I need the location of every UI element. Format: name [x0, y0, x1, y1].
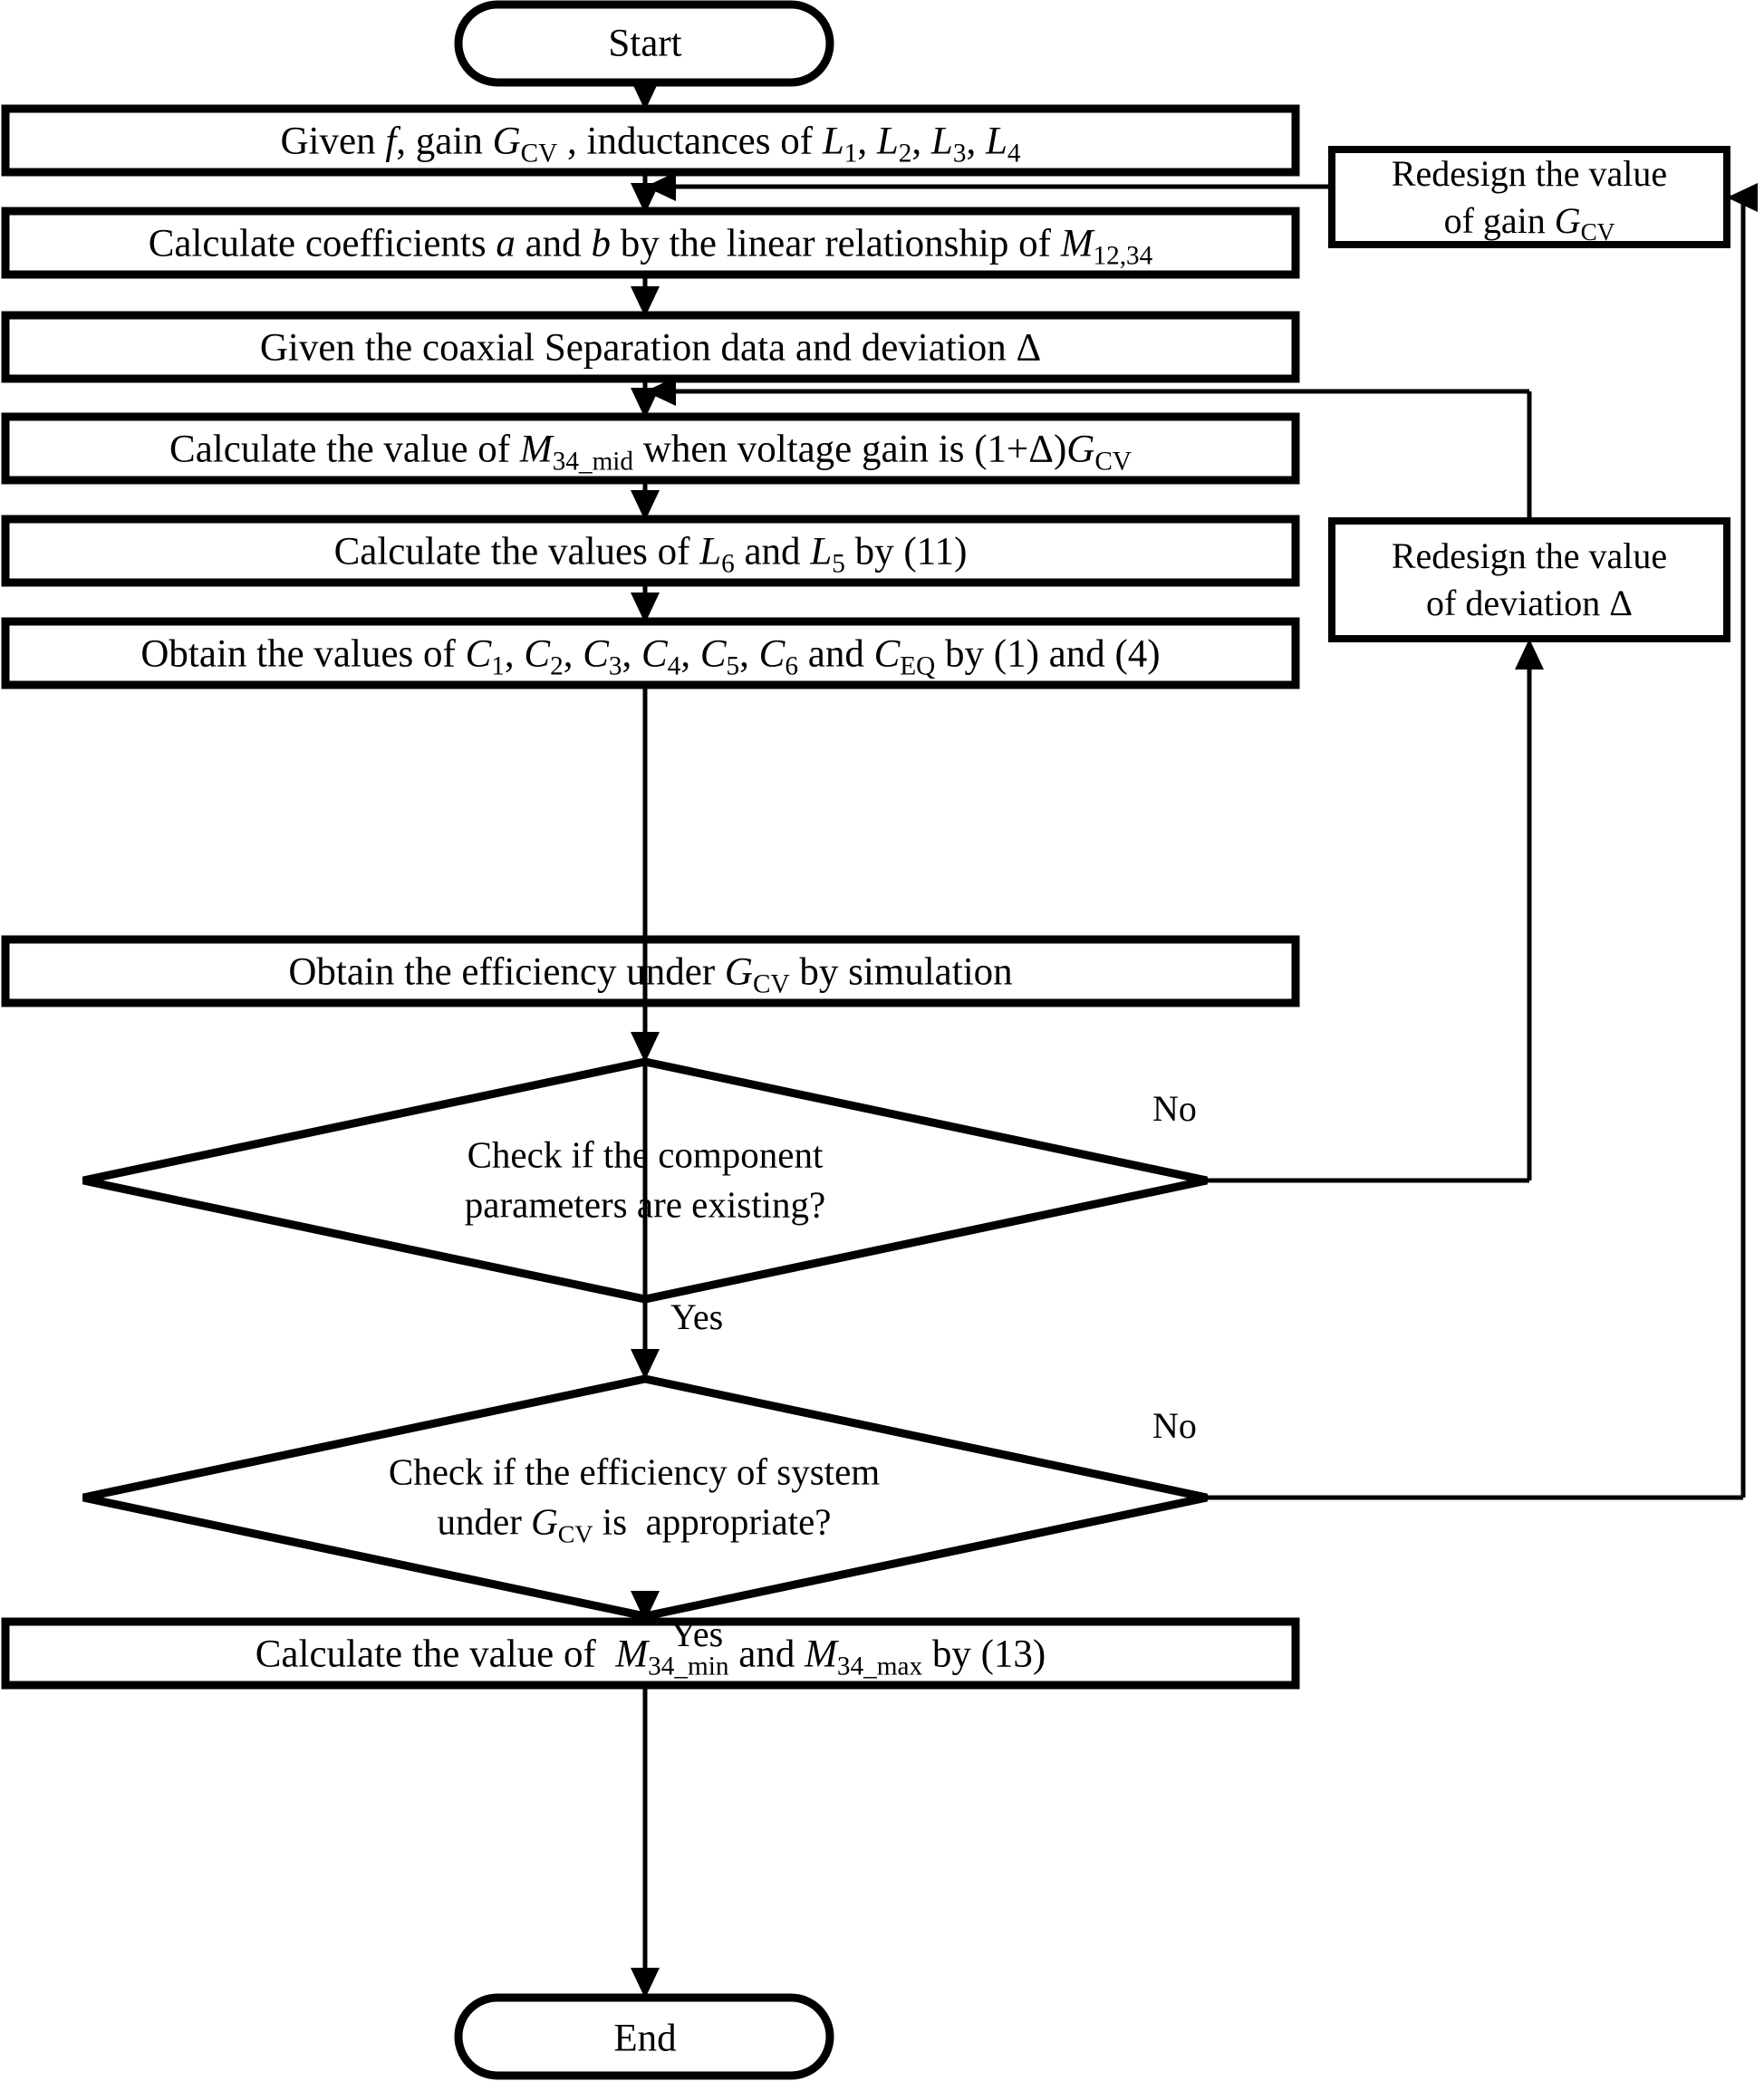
edge-d1-yes-down — [631, 1003, 660, 1380]
edge-p1-to-p2 — [631, 172, 660, 214]
decision-2-line-2: under GCV is appropriate? — [437, 1501, 832, 1549]
process-box-8-label: Calculate the value of M34_min and M34_m… — [255, 1633, 1046, 1681]
end-terminator-shape — [454, 1993, 834, 2080]
decision-1-line-1: Check if the component — [467, 1133, 824, 1176]
process-box-6-label: Obtain the values of C1, C2, C3, C4, C5,… — [140, 632, 1161, 681]
process-box-2-shape — [1, 207, 1300, 279]
decision-2-label: Check if the efficiency of system under … — [388, 1448, 881, 1549]
redesign-deviation-box-shape — [1328, 517, 1730, 642]
redesign-gain-line-2: of gain GCV — [1443, 200, 1615, 246]
decision-1-line-2: parameters are existing? — [464, 1184, 826, 1226]
edge-redesign-gain-to-p2 — [645, 172, 1332, 201]
process-box-3-shape — [1, 311, 1300, 383]
redesign-gain-line-1: Redesign the value — [1391, 153, 1668, 194]
process-box-4-label: Calculate the value of M34_mid when volt… — [169, 428, 1132, 477]
redesign-gain-label: Redesign the value of gain GCV — [1391, 150, 1668, 246]
process-box-7-shape — [1, 935, 1300, 1007]
edge-label-d1-yes: Yes — [670, 1296, 724, 1337]
edge-p2-to-p3 — [631, 275, 660, 317]
edge-label-d2-yes: Yes — [670, 1614, 724, 1654]
process-box-5-shape — [1, 515, 1300, 587]
process-box-4-shape — [1, 412, 1300, 485]
process-box-5-label: Calculate the values of L6 and L5 by (11… — [333, 530, 968, 579]
edge-p4-to-p5 — [631, 480, 660, 521]
edge-label-d1-no: No — [1152, 1088, 1197, 1129]
edge-redesign-deviation-to-p4 — [645, 377, 1532, 521]
process-box-6-shape — [1, 617, 1300, 689]
edge-d2-no-to-redesign-gain — [1207, 183, 1758, 1500]
process-box-7-label: Obtain the efficiency under GCV by simul… — [288, 950, 1013, 999]
edge-p8-to-end — [631, 1685, 660, 1999]
process-box-1-shape — [1, 104, 1300, 177]
edge-p5-to-p6 — [631, 583, 660, 623]
redesign-deviation-label: Redesign the value of deviation Δ — [1392, 533, 1667, 627]
end-label: End — [613, 2017, 677, 2060]
edge-label-d2-no: No — [1152, 1405, 1197, 1446]
decision-1-label: Check if the component parameters are ex… — [465, 1131, 825, 1231]
process-box-8-shape — [1, 1617, 1300, 1690]
start-label: Start — [608, 22, 682, 65]
edge-d1-no-to-redesign-deviation — [1207, 639, 1544, 1183]
process-box-2-label: Calculate coefficients a and b by the li… — [148, 222, 1153, 271]
redesign-deviation-line-2: of deviation Δ — [1426, 583, 1633, 623]
edge-d2-yes-to-p8 — [631, 1591, 660, 1622]
edge-start-to-p1 — [631, 80, 660, 111]
process-box-3-label: Given the coaxial Separation data and de… — [259, 326, 1042, 370]
redesign-deviation-line-1: Redesign the value — [1391, 535, 1668, 576]
decision-2-line-1: Check if the efficiency of system — [388, 1450, 881, 1493]
process-box-1-label: Given f, gain GCV , inductances of L1, L… — [280, 120, 1021, 169]
edge-p3-to-p4 — [631, 379, 660, 419]
